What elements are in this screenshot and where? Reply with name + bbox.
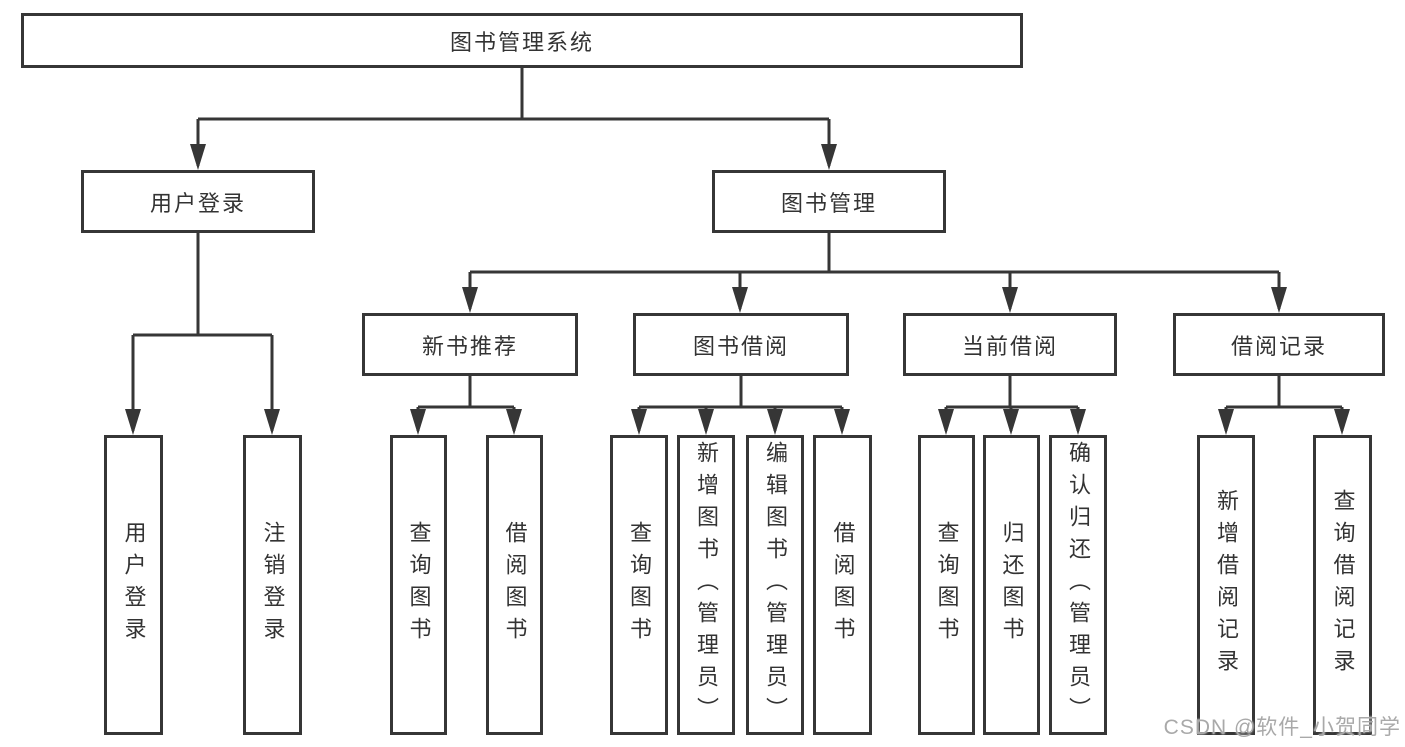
- arrowhead: [767, 409, 783, 435]
- node-label: 借阅记录: [1230, 333, 1327, 359]
- arrowhead: [125, 409, 141, 435]
- connector-user-login: [131, 233, 274, 431]
- leaf-add-books-admin: 新增图书（管理员）: [677, 435, 735, 735]
- node-book-borrowing: 图书借阅: [633, 313, 849, 376]
- arrowhead: [1334, 409, 1350, 435]
- arrowhead: [1003, 409, 1019, 435]
- leaf-return-books: 归还图书: [983, 435, 1040, 735]
- node-label: 图书管理系统: [449, 29, 594, 55]
- leaf-borrow-books: 借阅图书: [813, 435, 872, 735]
- node-label: 图书管理: [780, 190, 877, 216]
- connector-borrowing-records: [1224, 376, 1344, 431]
- arrowhead: [506, 409, 522, 435]
- connector-book-management: [468, 233, 1281, 309]
- node-book-management-system: 图书管理系统: [21, 13, 1023, 68]
- connector-root: [196, 68, 831, 166]
- node-label: 注销登录: [260, 521, 286, 649]
- node-label: 新增借阅记录: [1214, 489, 1239, 681]
- node-book-management: 图书管理: [712, 170, 946, 233]
- leaf-query-borrow-record: 查询借阅记录: [1313, 435, 1372, 735]
- arrowhead: [410, 409, 426, 435]
- arrowhead: [938, 409, 954, 435]
- node-new-book-recommend: 新书推荐: [362, 313, 578, 376]
- leaf-logout: 注销登录: [243, 435, 302, 735]
- node-label: 确认归还（管理员）: [1066, 441, 1091, 729]
- arrowhead: [1002, 287, 1018, 313]
- node-label: 借阅图书: [502, 521, 528, 649]
- node-label: 用户登录: [149, 190, 246, 216]
- arrowhead: [631, 409, 647, 435]
- connector-paths: [131, 68, 1344, 431]
- leaf-edit-books-admin: 编辑图书（管理员）: [746, 435, 804, 735]
- arrowhead: [698, 409, 714, 435]
- node-current-borrowing: 当前借阅: [903, 313, 1117, 376]
- node-label: 归还图书: [999, 521, 1025, 649]
- connector-new-book-recommend: [416, 376, 516, 431]
- watermark: CSDN @软件_小贺同学: [1163, 716, 1401, 739]
- node-label: 用户登录: [121, 521, 147, 649]
- arrowhead: [821, 144, 837, 170]
- node-label: 新书推荐: [421, 333, 518, 359]
- node-label: 图书借阅: [692, 333, 789, 359]
- node-label: 新增图书（管理员）: [694, 441, 719, 729]
- node-label: 查询图书: [934, 521, 960, 649]
- arrowhead: [190, 144, 206, 170]
- arrowhead: [732, 287, 748, 313]
- leaf-query-books-current: 查询图书: [918, 435, 975, 735]
- node-label: 查询图书: [406, 521, 432, 649]
- leaf-query-books-recommend: 查询图书: [390, 435, 447, 735]
- leaf-user-login: 用户登录: [104, 435, 163, 735]
- node-label: 查询借阅记录: [1330, 489, 1356, 681]
- arrowhead: [1070, 409, 1086, 435]
- node-borrowing-records: 借阅记录: [1173, 313, 1385, 376]
- arrowhead: [1271, 287, 1287, 313]
- leaf-add-borrow-record: 新增借阅记录: [1197, 435, 1255, 735]
- node-label: 编辑图书（管理员）: [763, 441, 788, 729]
- node-user-login: 用户登录: [81, 170, 315, 233]
- node-label: 当前借阅: [961, 333, 1058, 359]
- leaf-confirm-return-admin: 确认归还（管理员）: [1049, 435, 1107, 735]
- arrowhead: [834, 409, 850, 435]
- connector-book-borrowing: [637, 376, 844, 431]
- leaf-query-books-borrowing: 查询图书: [610, 435, 668, 735]
- arrowhead: [462, 287, 478, 313]
- node-label: 查询图书: [627, 521, 652, 649]
- arrowheads: [125, 144, 1350, 435]
- arrowhead: [264, 409, 280, 435]
- leaf-borrow-books-recommend: 借阅图书: [486, 435, 543, 735]
- node-label: 借阅图书: [830, 521, 856, 649]
- arrowhead: [1218, 409, 1234, 435]
